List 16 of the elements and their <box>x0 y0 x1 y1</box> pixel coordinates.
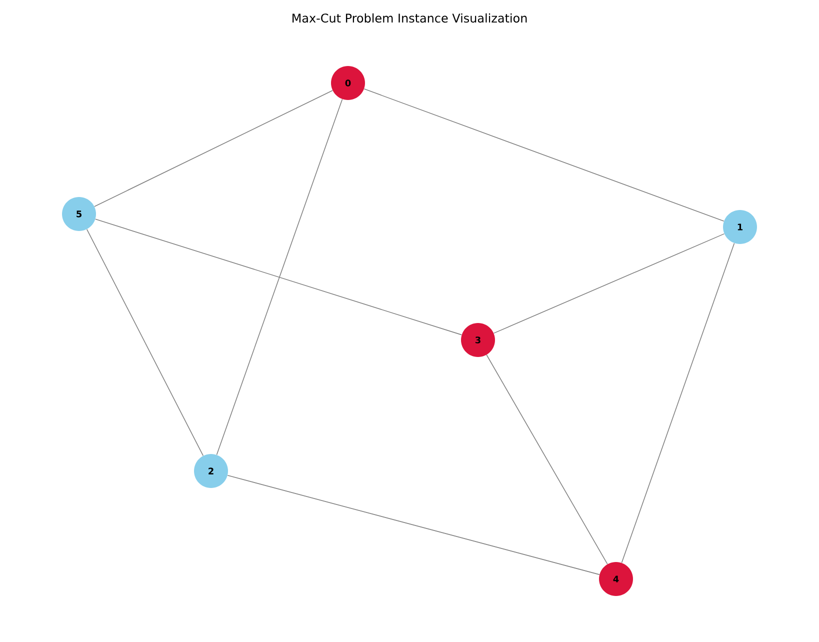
graph-edge <box>95 218 462 336</box>
title: Max-Cut Problem Instance Visualization <box>292 13 527 23</box>
graph-edge <box>86 228 204 456</box>
graph-edge <box>216 98 343 456</box>
graph-node: 1 <box>723 210 757 244</box>
graph-edge <box>486 354 608 564</box>
graph-edge <box>227 475 600 575</box>
graph-node: 5 <box>62 197 96 231</box>
graph-node: 0 <box>331 66 365 100</box>
graph-edge <box>94 90 333 207</box>
graph-node: 4 <box>599 562 633 596</box>
graph-node: 3 <box>461 323 495 357</box>
graph-edge <box>364 88 724 222</box>
graph-edge <box>493 233 725 334</box>
graph-node: 2 <box>194 454 228 488</box>
graph-edge <box>621 242 735 564</box>
